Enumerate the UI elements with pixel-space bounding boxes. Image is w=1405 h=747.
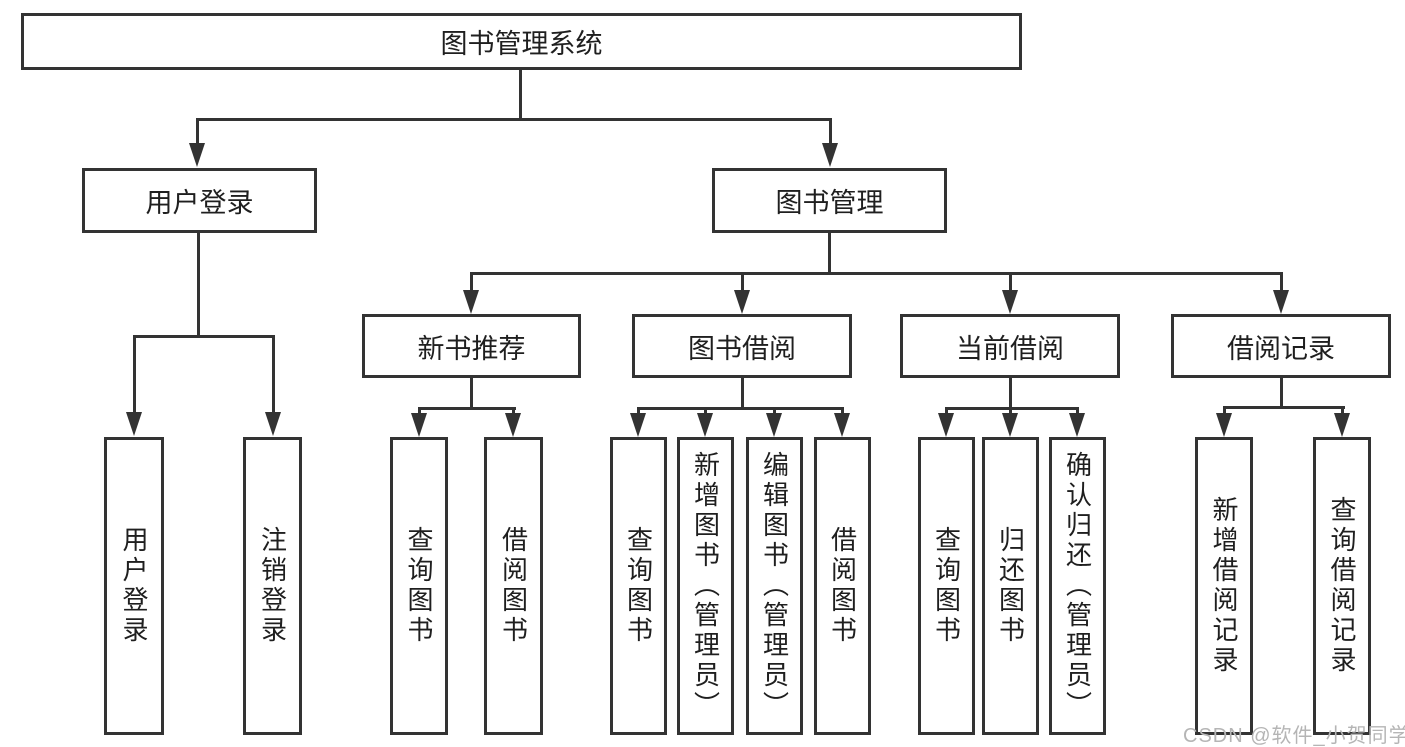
leaf-bb-query-books-box: 查询图书 [610,437,667,735]
leaf-br-add-record-label: 新增借阅记录 [1209,496,1239,676]
connector-vline [829,118,832,144]
connector-vline [418,407,421,416]
connector-hline [418,407,516,410]
leaf-bb-add-books-box: 新增图书（管理员） [677,437,734,735]
arrowhead-down-icon [265,412,281,436]
arrowhead-down-icon [463,290,479,314]
node-book-borrow-box: 图书借阅 [632,314,852,378]
connector-vline [1223,406,1226,416]
arrowhead-down-icon [938,413,954,437]
connector-vline [841,407,844,416]
arrowhead-down-icon [189,143,205,167]
connector-vline [1009,407,1012,416]
connector-vline [1341,406,1344,416]
connector-vline [637,407,640,416]
leaf-cb-return-books-label: 归还图书 [995,526,1026,646]
node-book-management-box: 图书管理 [712,168,947,233]
arrowhead-down-icon [834,413,850,437]
arrowhead-down-icon [697,413,713,437]
leaf-bb-edit-books-box: 编辑图书（管理员） [746,437,803,735]
connector-vline [196,118,199,144]
leaf-logout-label: 注销登录 [257,526,288,646]
connector-vline [773,407,776,416]
node-user-login-box: 用户登录 [82,168,317,233]
connector-vline [704,407,707,416]
arrowhead-down-icon [1002,413,1018,437]
connector-vline [272,335,275,413]
root-node-label: 图书管理系统 [440,29,603,59]
leaf-cb-confirm-return-box: 确认归还（管理员） [1049,437,1106,735]
node-borrow-record-box: 借阅记录 [1171,314,1391,378]
connector-vline [470,272,473,294]
node-current-borrow-box: 当前借阅 [900,314,1120,378]
arrowhead-down-icon [734,290,750,314]
node-user-login-label: 用户登录 [145,188,254,218]
leaf-user-login-box: 用户登录 [104,437,164,735]
arrowhead-down-icon [1002,290,1018,314]
arrowhead-down-icon [822,143,838,167]
leaf-user-login-label: 用户登录 [119,526,149,646]
connector-vline [470,378,473,409]
leaf-bb-add-books-label: 新增图书（管理员） [690,451,721,721]
connector-vline [1280,378,1283,408]
leaf-bb-edit-books-label: 编辑图书（管理员） [759,451,790,721]
leaf-cb-confirm-return-label: 确认归还（管理员） [1062,451,1093,721]
leaf-bb-borrow-books-box: 借阅图书 [814,437,871,735]
arrowhead-down-icon [1334,413,1350,437]
connector-hline [133,335,275,338]
connector-hline [470,272,1283,275]
node-book-borrow-label: 图书借阅 [688,333,796,364]
connector-hline [945,407,1079,410]
arrowhead-down-icon [766,413,782,437]
connector-vline [741,272,744,294]
connector-hline [1223,406,1345,409]
connector-hline [637,407,844,410]
leaf-cb-query-books-box: 查询图书 [918,437,975,735]
leaf-br-add-record-box: 新增借阅记录 [1195,437,1253,735]
connector-hline [196,118,832,121]
csdn-watermark: CSDN @软件_小贺同学 [1183,725,1405,747]
connector-vline [519,69,522,119]
arrowhead-down-icon [126,412,142,436]
arrowhead-down-icon [1273,290,1289,314]
leaf-nbr-query-books-label: 查询图书 [404,526,434,646]
arrowhead-down-icon [411,413,427,437]
node-current-borrow-label: 当前借阅 [956,333,1064,364]
connector-vline [1280,272,1283,294]
arrowhead-down-icon [630,413,646,437]
leaf-logout-box: 注销登录 [243,437,302,735]
connector-vline [133,335,136,413]
connector-vline [828,233,831,274]
leaf-br-query-record-label: 查询借阅记录 [1327,496,1357,676]
root-node-box: 图书管理系统 [21,13,1022,70]
connector-vline [512,407,515,416]
arrowhead-down-icon [1069,413,1085,437]
node-new-book-recommend-label: 新书推荐 [417,333,526,364]
connector-vline [197,233,200,337]
connector-vline [1009,378,1012,409]
node-new-book-recommend-box: 新书推荐 [362,314,581,378]
leaf-cb-query-books-label: 查询图书 [931,526,962,646]
connector-vline [741,378,744,409]
node-borrow-record-label: 借阅记录 [1227,333,1335,364]
leaf-br-query-record-box: 查询借阅记录 [1313,437,1371,735]
leaf-bb-borrow-books-label: 借阅图书 [827,526,858,646]
connector-vline [1009,272,1012,294]
leaf-nbr-query-books-box: 查询图书 [390,437,448,735]
leaf-cb-return-books-box: 归还图书 [982,437,1039,735]
node-book-management-label: 图书管理 [775,188,884,218]
leaf-nbr-borrow-books-box: 借阅图书 [484,437,543,735]
connector-vline [1076,407,1079,416]
connector-vline [945,407,948,416]
arrowhead-down-icon [505,413,521,437]
leaf-bb-query-books-label: 查询图书 [623,526,654,646]
arrowhead-down-icon [1216,413,1232,437]
leaf-nbr-borrow-books-label: 借阅图书 [498,526,529,646]
